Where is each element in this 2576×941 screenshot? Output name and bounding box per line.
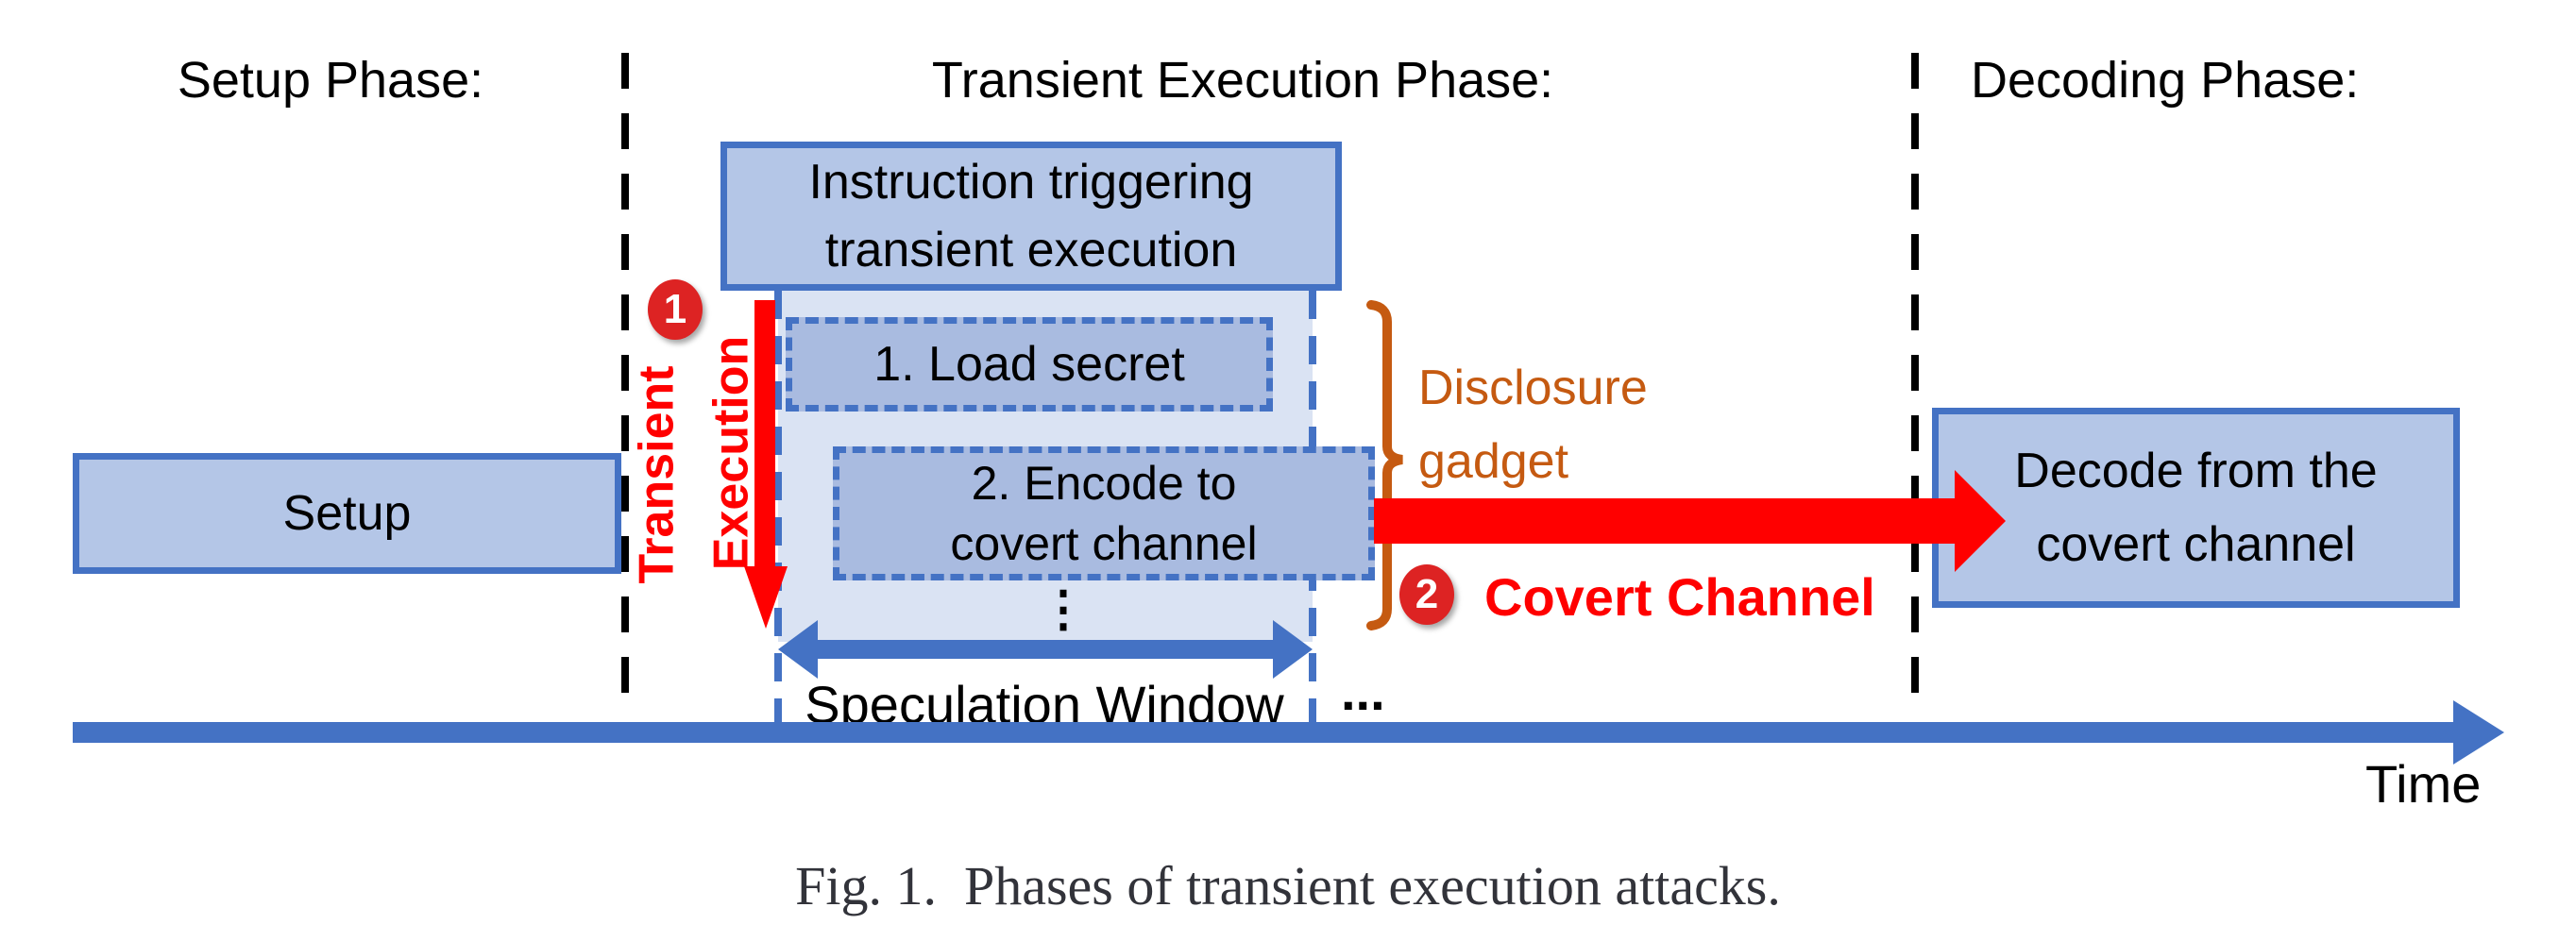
encode-covert-line1: 2. Encode to [971,457,1237,510]
load-secret-box: 1. Load secret [786,317,1273,412]
speculation-window-arrowhead-right [1273,620,1313,679]
phase-divider-right [1911,53,1919,704]
disclosure-gadget-brace [1366,300,1403,630]
disclosure-gadget-label: Disclosure gadget [1418,351,1648,498]
instruction-trigger-line1: Instruction triggering [808,155,1254,210]
speculation-window-left-border [774,291,782,736]
timeline-axis [73,722,2457,743]
covert-channel-arrow [1374,498,1956,544]
timeline-arrowhead [2453,700,2504,765]
decode-box-line2: covert channel [2036,517,2356,572]
transient-execution-arrow [754,300,775,568]
speculation-window-arrow [812,640,1280,659]
transient-execution-arrowhead [744,566,788,629]
step1-badge: 1 [648,279,703,340]
step2-badge: 2 [1399,564,1454,625]
encode-covert-box: 2. Encode to covert channel [833,446,1375,580]
figure-caption: Fig. 1. Phases of transient execution at… [795,855,1781,916]
window-repeat-ellipsis: ... [1341,662,1385,721]
time-axis-label: Time [2365,754,2482,814]
setup-phase-title: Setup Phase: [177,52,484,109]
decode-box: Decode from the covert channel [1932,408,2460,608]
decode-box-line1: Decode from the [2014,444,2378,498]
decoding-phase-title: Decoding Phase: [1971,52,2360,109]
execution-rotated-label: Execution [703,335,758,571]
phase-divider-left [621,53,629,704]
disclosure-gadget-line2: gadget [1418,434,1569,489]
covert-channel-arrowhead [1955,470,2006,572]
disclosure-gadget-line1: Disclosure [1418,361,1648,415]
load-secret-label: 1. Load secret [873,337,1185,392]
setup-box: Setup [73,453,621,574]
instruction-trigger-line2: transient execution [824,223,1238,277]
transient-rotated-label: Transient [630,365,685,584]
more-steps-ellipsis: ⋮ [1039,582,1088,637]
encode-covert-line2: covert channel [950,517,1258,570]
transient-phase-title: Transient Execution Phase: [931,52,1554,109]
covert-channel-label: Covert Channel [1484,567,1875,627]
setup-box-label: Setup [282,486,412,541]
instruction-trigger-box: Instruction triggering transient executi… [720,142,1342,291]
speculation-window-arrowhead-left [778,620,818,679]
